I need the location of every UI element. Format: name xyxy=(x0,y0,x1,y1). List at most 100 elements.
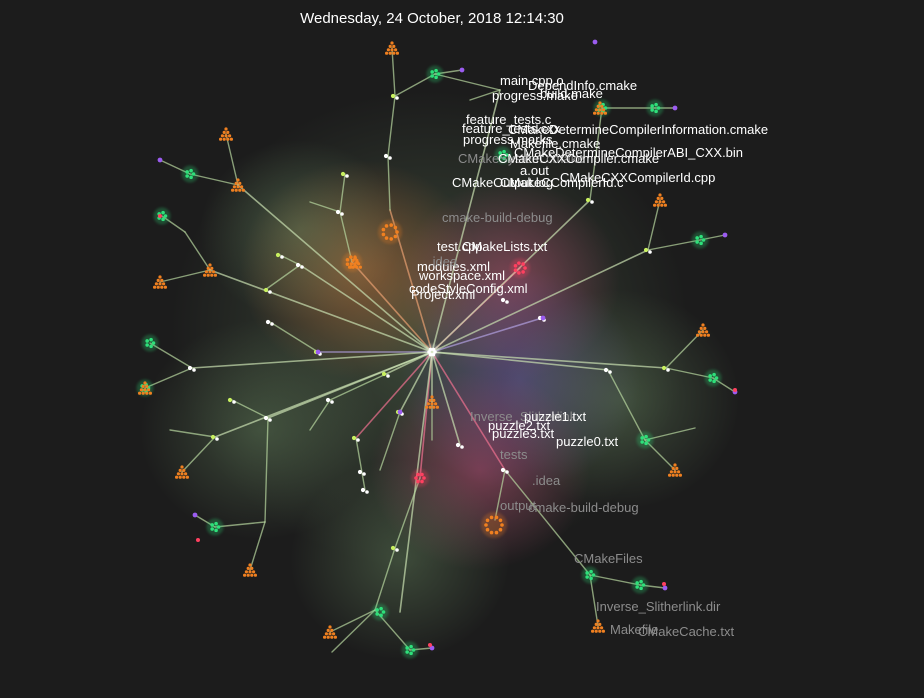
dir-label[interactable]: tests xyxy=(500,447,528,462)
directory-node[interactable] xyxy=(371,603,389,621)
file-node[interactable] xyxy=(210,434,216,440)
directory-node[interactable] xyxy=(401,641,419,659)
file-node[interactable] xyxy=(643,247,649,253)
file-node[interactable] xyxy=(192,512,198,518)
file-label[interactable]: CMakeCXXCompilerId.cpp xyxy=(560,170,715,185)
file-node[interactable] xyxy=(300,265,304,269)
file-label[interactable]: Project.xml xyxy=(411,287,475,302)
file-node[interactable] xyxy=(540,315,546,321)
file-label[interactable]: CMakeLists.txt xyxy=(462,239,548,254)
file-node[interactable] xyxy=(722,232,728,238)
file-node[interactable] xyxy=(585,197,591,203)
file-label[interactable]: puzzle2.txt xyxy=(488,418,551,433)
dir-label[interactable]: .idea xyxy=(532,473,561,488)
directory-node[interactable] xyxy=(323,625,337,639)
file-label[interactable]: CMakeCCompilerId.c xyxy=(500,175,624,190)
file-node[interactable] xyxy=(158,214,162,218)
file-node[interactable] xyxy=(265,319,271,325)
directory-node[interactable] xyxy=(510,258,530,278)
file-node[interactable] xyxy=(381,371,387,377)
file-label[interactable]: workspace.xml xyxy=(418,268,505,283)
file-node[interactable] xyxy=(315,349,321,355)
file-node[interactable] xyxy=(280,255,284,259)
file-node[interactable] xyxy=(383,153,389,159)
file-node[interactable] xyxy=(325,397,331,403)
file-node[interactable] xyxy=(340,171,346,177)
file-node[interactable] xyxy=(365,490,369,494)
file-node[interactable] xyxy=(505,470,509,474)
file-node[interactable] xyxy=(275,252,281,258)
directory-node[interactable] xyxy=(668,463,683,477)
directory-node[interactable] xyxy=(411,469,429,487)
directory-node[interactable] xyxy=(141,334,159,352)
directory-node[interactable] xyxy=(231,178,245,192)
file-node[interactable] xyxy=(500,297,506,303)
file-node[interactable] xyxy=(215,437,219,441)
file-label[interactable]: main.cpp.o xyxy=(500,73,564,88)
file-label[interactable]: progress.marks xyxy=(463,132,553,147)
file-label[interactable]: CMakeOutput.log xyxy=(452,175,553,190)
directory-node[interactable] xyxy=(138,381,152,395)
file-label[interactable]: puzzle1.txt xyxy=(524,409,587,424)
file-node[interactable] xyxy=(500,467,506,473)
file-node[interactable] xyxy=(662,582,666,586)
file-node[interactable] xyxy=(390,93,396,99)
file-node[interactable] xyxy=(390,545,396,551)
file-label[interactable]: CMakeDetermineCompilerABI_CXX.bin xyxy=(514,145,743,160)
file-node[interactable] xyxy=(362,472,366,476)
file-label[interactable]: CMakeDetermineCompilerInformation.cmake xyxy=(508,122,768,137)
file-node[interactable] xyxy=(395,548,399,552)
directory-node[interactable] xyxy=(206,518,224,536)
file-node[interactable] xyxy=(157,157,163,163)
file-label[interactable]: CMakeSystem.cmake xyxy=(458,151,584,166)
dir-label[interactable]: CMakeFiles xyxy=(574,551,643,566)
file-label[interactable]: feature_tests.cxx xyxy=(462,121,561,136)
directory-node[interactable] xyxy=(646,99,664,117)
directory-node[interactable] xyxy=(385,41,399,55)
directory-node[interactable] xyxy=(581,566,599,584)
file-node[interactable] xyxy=(603,367,609,373)
file-node[interactable] xyxy=(263,287,269,293)
file-node[interactable] xyxy=(386,374,390,378)
file-node[interactable] xyxy=(733,388,737,392)
file-label[interactable]: Makefile.cmake xyxy=(510,136,600,151)
directory-node[interactable] xyxy=(203,263,217,277)
file-label[interactable]: codeStyleConfig.xml xyxy=(409,281,528,296)
file-node[interactable] xyxy=(661,365,667,371)
file-node[interactable] xyxy=(648,250,652,254)
file-node[interactable] xyxy=(360,487,366,493)
directory-node[interactable] xyxy=(219,127,233,141)
directory-node[interactable] xyxy=(494,146,512,164)
file-node[interactable] xyxy=(268,418,272,422)
file-label[interactable]: feature_tests.c xyxy=(466,112,552,127)
file-node[interactable] xyxy=(590,200,594,204)
file-node[interactable] xyxy=(192,368,196,372)
file-node[interactable] xyxy=(608,370,612,374)
file-node[interactable] xyxy=(455,442,461,448)
file-node[interactable] xyxy=(345,174,349,178)
file-node[interactable] xyxy=(357,469,363,475)
file-node[interactable] xyxy=(232,400,236,404)
directory-node[interactable] xyxy=(653,193,668,207)
file-node[interactable] xyxy=(672,105,678,111)
file-label[interactable]: CMakeCache.txt xyxy=(638,624,734,639)
directory-node[interactable] xyxy=(593,101,608,115)
file-node[interactable] xyxy=(330,400,334,404)
directory-node[interactable] xyxy=(481,512,507,538)
file-node[interactable] xyxy=(263,415,269,421)
directory-node[interactable] xyxy=(153,275,167,289)
file-node[interactable] xyxy=(268,290,272,294)
file-node[interactable] xyxy=(388,156,392,160)
file-node[interactable] xyxy=(351,435,357,441)
dir-label[interactable]: cmake-build-debug xyxy=(528,500,639,515)
file-label[interactable]: puzzle3.txt xyxy=(492,426,555,441)
file-node[interactable] xyxy=(395,96,399,100)
directory-node[interactable] xyxy=(631,576,649,594)
directory-node[interactable] xyxy=(426,65,444,83)
file-node[interactable] xyxy=(340,212,344,216)
file-node[interactable] xyxy=(505,300,509,304)
file-node[interactable] xyxy=(335,209,341,215)
directory-node[interactable] xyxy=(243,563,257,577)
directory-node[interactable] xyxy=(591,619,606,633)
file-label[interactable]: DependInfo.cmake xyxy=(528,78,637,93)
